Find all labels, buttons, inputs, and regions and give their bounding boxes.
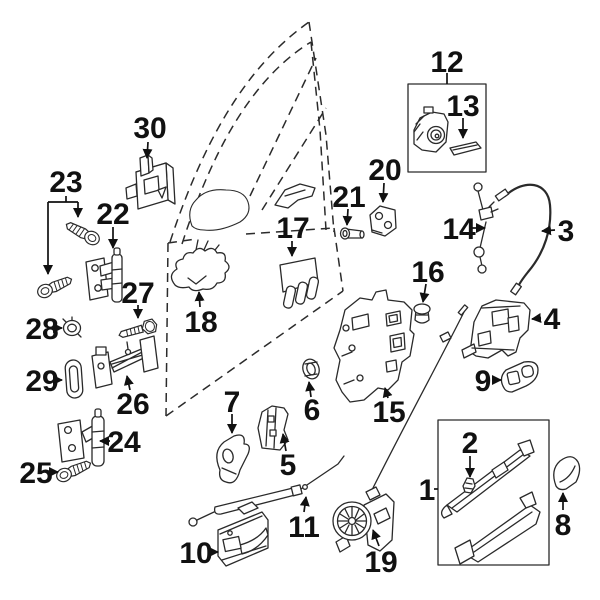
callout-23: 23 — [43, 166, 83, 275]
part-17-window-clips — [274, 183, 320, 309]
part-18-harness — [170, 239, 230, 292]
part-12-lock-cylinder-kit — [407, 83, 487, 173]
callout-26-label: 26 — [116, 388, 149, 421]
callout-22-label: 22 — [96, 198, 129, 231]
callout-9-label: 9 — [475, 365, 492, 398]
callout-1-label: 1 — [419, 474, 436, 507]
callout-15: 15 — [372, 387, 406, 429]
callout-10: 10 — [179, 537, 219, 570]
part-6-grommet — [302, 358, 320, 380]
part-21-rivet — [339, 227, 365, 240]
callout-21-label: 21 — [332, 181, 365, 214]
callout-9: 9 — [475, 365, 502, 398]
callout-28: 28 — [25, 313, 63, 346]
part-16-plug — [413, 303, 431, 324]
part-14-lock-rod — [473, 182, 499, 274]
callout-16: 16 — [411, 256, 445, 303]
callout-27-label: 27 — [121, 277, 154, 310]
callout-17-label: 17 — [276, 212, 309, 245]
callout-13: 13 — [446, 90, 480, 139]
part-9-gasket — [500, 361, 539, 393]
callout-19: 19 — [364, 529, 398, 579]
callout-21: 21 — [332, 181, 366, 226]
callout-20: 20 — [368, 154, 402, 203]
part-24-lower-hinge — [57, 408, 105, 467]
callout-25: 25 — [19, 457, 59, 490]
callout-18-label: 18 — [184, 306, 217, 339]
callout-29: 29 — [25, 365, 63, 398]
callout-11: 11 — [288, 496, 320, 544]
callout-14-label: 14 — [442, 213, 476, 246]
callout-6-label: 6 — [304, 394, 321, 427]
callout-13-label: 13 — [446, 90, 479, 123]
callout-8-label: 8 — [555, 509, 572, 542]
callout-30: 30 — [133, 112, 167, 159]
callout-4: 4 — [531, 303, 561, 336]
callout-29-label: 29 — [25, 365, 58, 398]
callout-1: 1 — [419, 474, 438, 507]
part-25-screw — [53, 456, 94, 485]
callout-3-label: 3 — [558, 215, 575, 248]
part-3-lock-cable — [488, 183, 552, 296]
callout-4-label: 4 — [544, 303, 561, 336]
callout-6: 6 — [304, 381, 321, 427]
callout-28-label: 28 — [25, 313, 58, 346]
callout-8: 8 — [555, 492, 572, 542]
callout-26: 26 — [116, 375, 150, 421]
part-29-grommet — [64, 359, 84, 399]
callout-17: 17 — [276, 212, 310, 257]
part-30-highlighted-bracket — [125, 154, 176, 210]
part-26-door-check — [91, 335, 159, 389]
part-19-lock-actuator — [332, 304, 469, 553]
callout-12: 12 — [430, 46, 464, 84]
callout-18: 18 — [184, 291, 218, 339]
callout-14: 14 — [442, 213, 486, 246]
part-10-interior-handle — [217, 501, 269, 567]
callout-3: 3 — [541, 215, 575, 248]
part-7-shield — [216, 434, 250, 484]
callout-23-label: 23 — [49, 166, 82, 199]
callout-24: 24 — [99, 426, 141, 459]
part-15-latch-panel — [333, 289, 415, 403]
callout-15-label: 15 — [372, 396, 405, 429]
callout-25-label: 25 — [19, 457, 52, 490]
callout-12-label: 12 — [430, 46, 463, 79]
part-11-cable — [188, 455, 345, 527]
callout-10-label: 10 — [179, 537, 212, 570]
part-28-nut — [62, 316, 82, 338]
callout-7-label: 7 — [224, 386, 241, 419]
callout-19-label: 19 — [364, 546, 397, 579]
callout-5: 5 — [279, 433, 297, 482]
part-20-striker — [369, 205, 397, 237]
door-outline — [165, 21, 344, 417]
part-8-handle-cap — [553, 456, 581, 491]
callout-16-label: 16 — [411, 256, 444, 289]
callout-5-label: 5 — [280, 449, 297, 482]
callout-30-label: 30 — [133, 112, 166, 145]
callout-2: 2 — [462, 427, 479, 478]
part-1-handle-kit — [437, 419, 550, 566]
part-2-clip — [462, 477, 476, 494]
part-22-upper-hinge — [85, 247, 123, 303]
part-5-channel-bracket — [257, 405, 289, 451]
callout-24-label: 24 — [107, 426, 141, 459]
part-4-handle-reinforcement — [461, 299, 531, 359]
callout-27: 27 — [121, 277, 155, 319]
part-13-key — [449, 141, 482, 156]
callout-2-label: 2 — [462, 427, 479, 460]
mirror-patch — [189, 189, 250, 231]
callout-7: 7 — [224, 386, 241, 434]
callout-20-label: 20 — [368, 154, 401, 187]
callout-22: 22 — [96, 198, 130, 249]
callout-11-label: 11 — [288, 511, 320, 544]
